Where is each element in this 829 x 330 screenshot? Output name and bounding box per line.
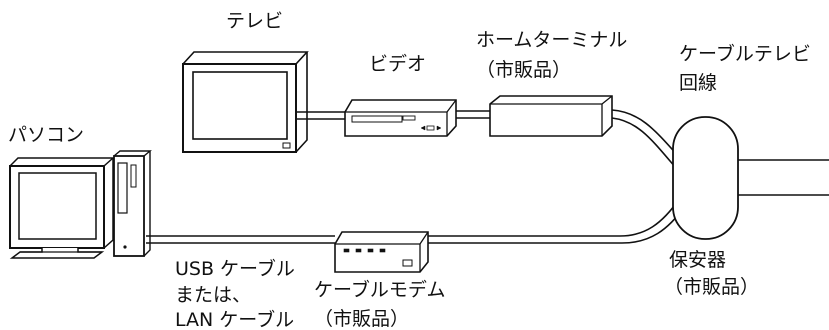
- cable-modem-to-protector: [427, 197, 686, 244]
- cable-tv-line-label-2: 回線: [679, 72, 717, 94]
- pc-tower-icon: [113, 150, 152, 257]
- protector-device: [672, 116, 739, 240]
- home-terminal-icon: [489, 95, 613, 137]
- video-label: ビデオ: [369, 53, 426, 75]
- cable-video-to-home-terminal: [455, 110, 490, 119]
- lan-cable-label: LAN ケーブル: [175, 308, 294, 330]
- pc-monitor-icon: [9, 157, 115, 259]
- cable-home-terminal-to-protector: [611, 109, 681, 169]
- cable-modem-icon: [334, 231, 429, 273]
- tv-icon: [182, 51, 309, 153]
- cable-tv-line: [735, 159, 829, 196]
- home-terminal-label: ホームターミナル: [476, 29, 627, 51]
- video-deck-icon: [344, 99, 457, 137]
- cable-tv-to-video: [295, 111, 345, 120]
- protector-label: 保安器: [669, 249, 726, 271]
- protector-note: （市販品）: [664, 276, 759, 298]
- tv-label: テレビ: [226, 10, 283, 32]
- pc-label: パソコン: [8, 124, 84, 146]
- usb-cable-label: USB ケーブル: [175, 257, 295, 280]
- usb-cable-label-or: または、: [175, 284, 251, 306]
- cable-tv-line-label: ケーブルテレビ: [679, 42, 811, 65]
- cable-modem-note: （市販品）: [314, 308, 409, 330]
- cable-modem-label: ケーブルモデム: [314, 278, 445, 301]
- home-terminal-note: （市販品）: [476, 59, 571, 81]
- cable-pc-to-modem: [146, 235, 335, 244]
